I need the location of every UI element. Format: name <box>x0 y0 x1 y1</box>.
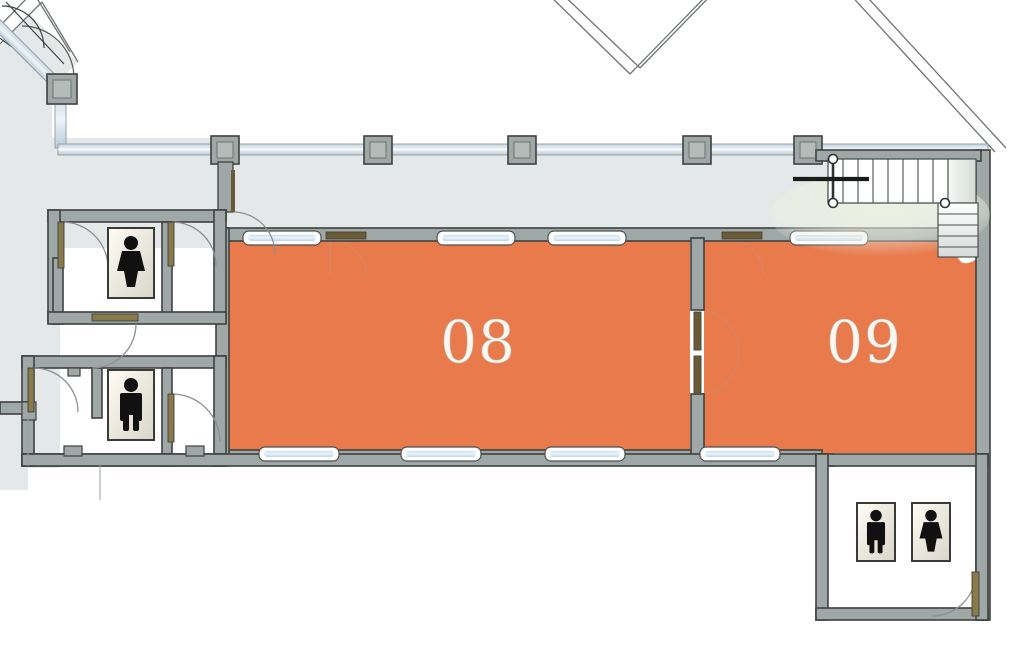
door-swing-arcs-wc <box>33 170 977 617</box>
door-leaf-room08-north <box>325 231 367 240</box>
window-top-3 <box>547 230 627 246</box>
door-leaf-wc-mid <box>91 313 139 322</box>
column-1 <box>210 135 240 165</box>
pictogram-women-southeast <box>911 502 951 562</box>
hairline-details <box>27 414 101 500</box>
wall-se-wc-north <box>815 453 989 467</box>
wall-wc-lower-east <box>213 355 227 467</box>
structural-columns <box>46 73 823 213</box>
door-leaf-wc-upper-right <box>167 221 175 267</box>
window-bottom-3 <box>544 446 626 462</box>
wall-wc-lower-stub <box>91 367 103 419</box>
staircase-north-east <box>770 153 990 258</box>
pictogram-women-upper <box>107 227 155 299</box>
door-leaf-se-wc <box>971 571 980 617</box>
wall-wc-upper-north <box>47 209 227 223</box>
windows-south <box>258 446 781 462</box>
window-top-2 <box>436 230 516 246</box>
wall-partition-08-09-upper <box>690 237 705 311</box>
window-bottom-4 <box>699 446 781 462</box>
window-bottom-1 <box>258 446 340 462</box>
door-leaf-wc-lower-right <box>167 393 175 443</box>
window-top-1 <box>242 230 322 246</box>
door-leaves <box>27 221 980 617</box>
room-08-label: 08 <box>440 308 516 376</box>
roof-outline <box>0 0 1007 153</box>
pictogram-men-southeast <box>856 502 896 562</box>
wall-se-wc-south <box>815 607 989 621</box>
room-09-label: 09 <box>826 308 902 376</box>
room-08-fill <box>228 238 690 453</box>
highlighted-room-fills <box>228 238 978 453</box>
column-5 <box>793 135 823 165</box>
door-leaf-wc-upper-left <box>57 221 65 269</box>
door-between-08-09 <box>693 311 702 395</box>
column-2 <box>363 135 393 165</box>
pictograms <box>107 227 951 562</box>
column-3 <box>507 135 537 165</box>
room-09-fill <box>704 238 978 453</box>
pictogram-men-lower <box>107 369 155 441</box>
door-leaf-room09-north <box>721 231 763 240</box>
wall-se-wc-west <box>815 453 829 621</box>
window-bottom-2 <box>400 446 482 462</box>
wall-wc-lower-north <box>21 355 227 369</box>
column-4 <box>682 135 712 165</box>
door-leaf-wc-lower-left <box>27 367 35 413</box>
column-corner-nw <box>46 73 78 105</box>
